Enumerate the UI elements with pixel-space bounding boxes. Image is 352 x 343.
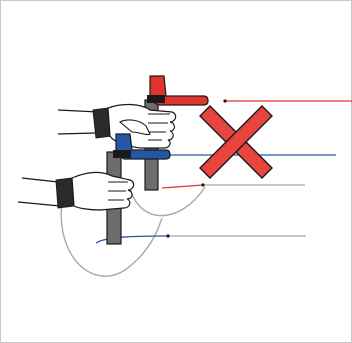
grey-loop-lower [60,199,163,277]
line-knot [223,99,227,103]
thumb-upper [119,119,151,136]
finger-lines-lower [108,181,128,201]
forearm-upper [57,109,99,135]
forearm-lower [17,177,61,207]
finger-lines-upper [148,113,170,141]
wrist-band-lower [55,177,75,209]
cross-stroke-b [199,105,273,179]
line-knot [201,183,205,187]
red-leader-lower [161,184,204,189]
red-cross-icon [199,105,273,179]
black-collar [113,150,131,158]
grey-loop-upper [129,186,206,217]
black-collar [147,95,165,103]
blue-handle-grip [17,119,171,245]
line-knot [166,234,170,238]
red-handle-grip [57,75,209,191]
